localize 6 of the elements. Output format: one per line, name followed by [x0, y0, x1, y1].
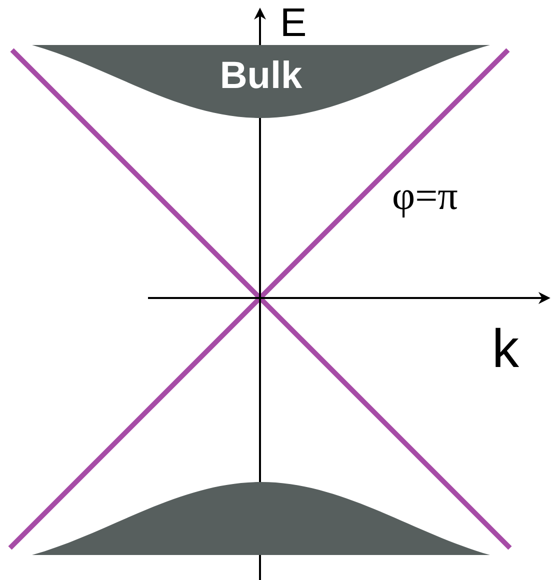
axis-label: k: [492, 318, 519, 380]
phase-label: φ=π: [392, 172, 458, 219]
axis-label: E: [280, 1, 307, 46]
band-label: Bulk: [218, 55, 304, 98]
bulk-band: [32, 45, 490, 118]
bulk-band: [32, 482, 490, 555]
